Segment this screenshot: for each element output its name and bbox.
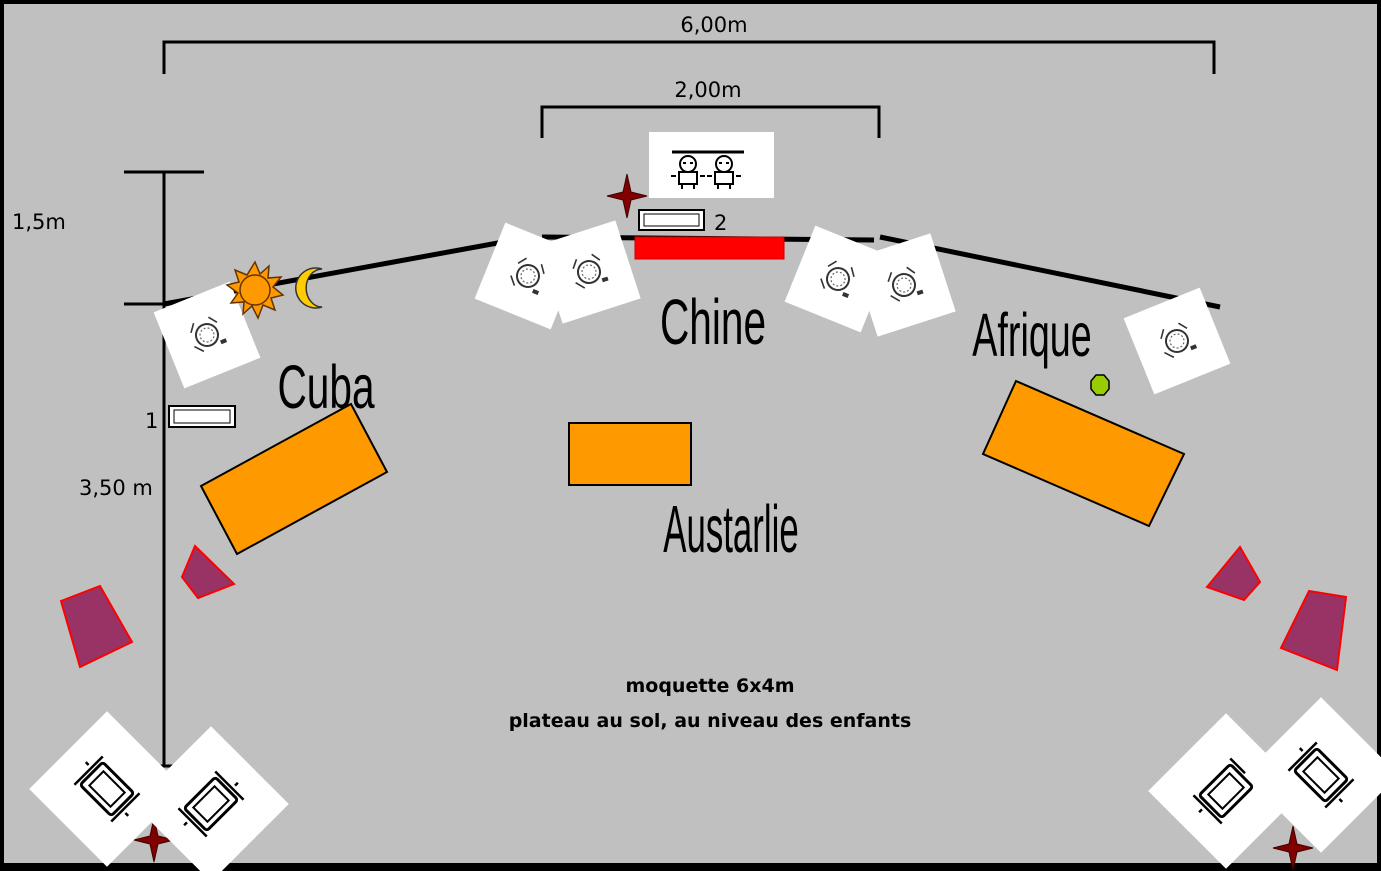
moon-icon xyxy=(295,267,323,309)
zone-label-cuba: Cuba xyxy=(277,353,374,421)
zone-label-australie: Austarlie xyxy=(663,493,798,567)
dimension-total-width-label: 6,00m xyxy=(680,13,747,37)
screen-1-label: 1 xyxy=(145,409,158,433)
speaker-icon xyxy=(1279,589,1348,672)
sun-icon xyxy=(225,260,285,320)
dimension-depth-back-label: 1,5m xyxy=(12,210,66,234)
speaker-icon xyxy=(1205,545,1262,602)
cuba-table xyxy=(199,402,389,556)
speaker-icon xyxy=(59,584,134,669)
zone-label-chine: Chine xyxy=(660,288,766,358)
screen-2-label: 2 xyxy=(714,211,727,235)
performers-icon xyxy=(649,132,774,198)
green-marker-icon xyxy=(1090,374,1110,396)
screen-1: 1 xyxy=(145,405,236,433)
screen-2: 2 xyxy=(638,209,727,235)
note-carpet: moquette 6x4m xyxy=(625,675,794,697)
chine-red-table xyxy=(634,236,785,260)
speaker-icon xyxy=(180,544,236,600)
dimension-depth: 1,5m 3,50 m xyxy=(12,170,204,768)
dimension-total-width: 6,00m xyxy=(162,13,1216,74)
afrique-table xyxy=(981,379,1186,528)
zone-label-afrique: Afrique xyxy=(972,301,1091,370)
dimension-depth-total-label: 3,50 m xyxy=(79,476,153,500)
dimension-inner-width: 2,00m xyxy=(540,78,881,138)
note-floor-level: plateau au sol, au niveau des enfants xyxy=(509,710,912,732)
dimension-inner-width-label: 2,00m xyxy=(674,78,741,102)
stage-diagram: 6,00m 2,00m 1,5m 3,50 m 2 1 xyxy=(12,13,1381,871)
australie-table xyxy=(568,422,692,486)
